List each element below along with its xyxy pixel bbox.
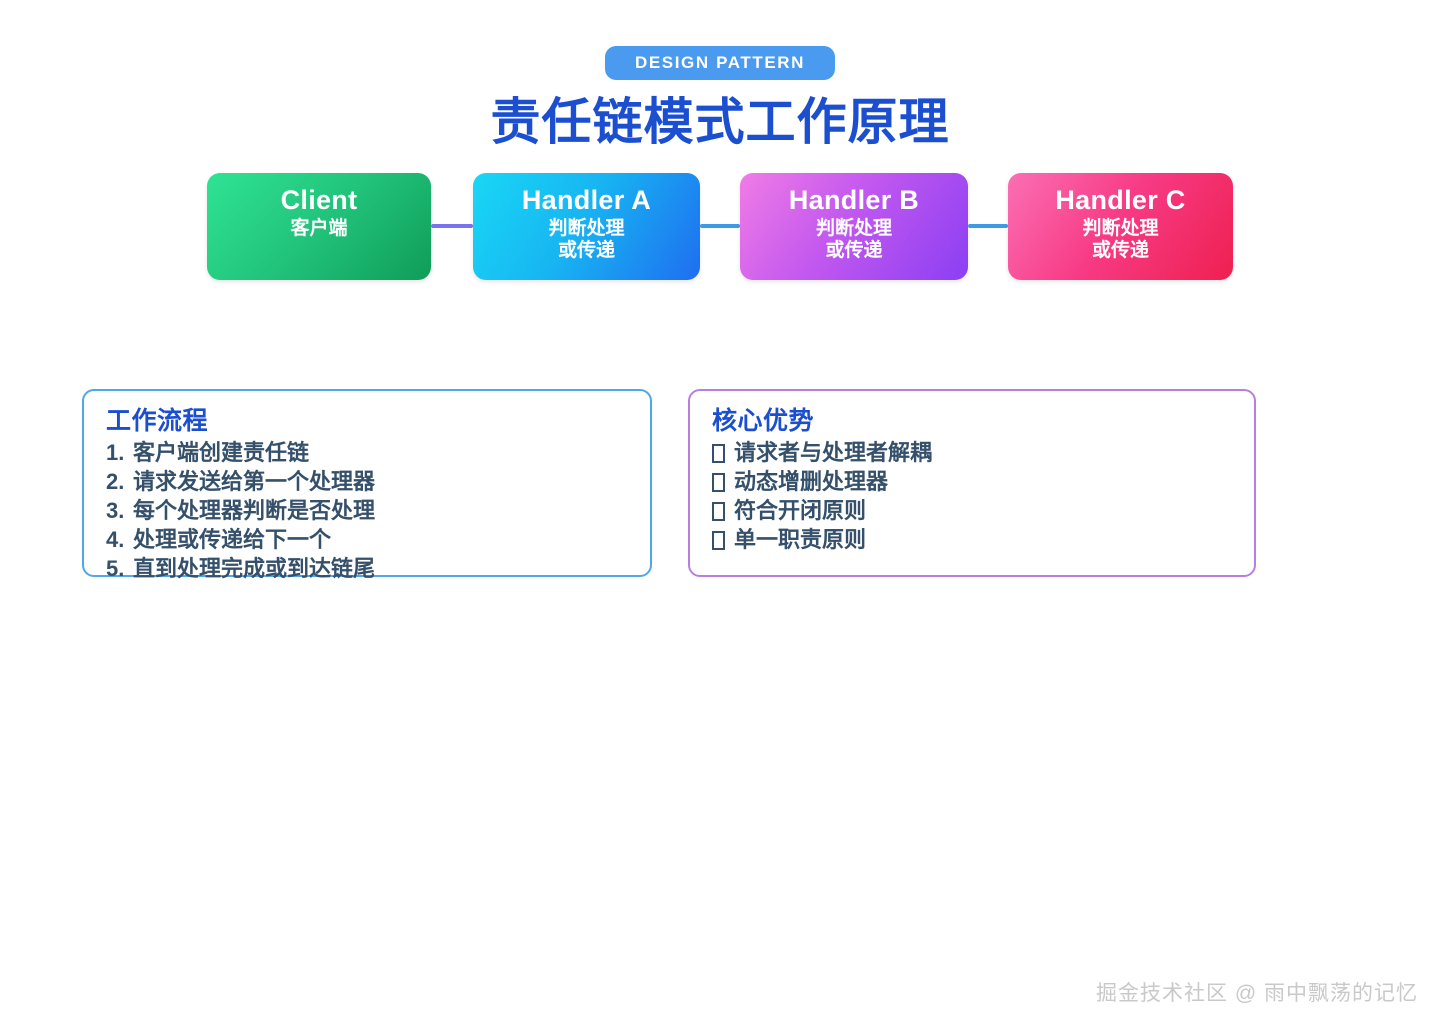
watermark: 掘金技术社区 @ 雨中飘荡的记忆 [1096,982,1418,1005]
list-item-label: 请求者与处理者解耦 [734,439,933,465]
list-item: 单一职责原则 [712,525,1234,554]
missing-glyph-box-icon [712,501,725,521]
list-item: 2. 请求发送给第一个处理器 [106,467,630,496]
flow-node-subtitle: 判断处理或传递 [815,218,892,262]
list-item: 3. 每个处理器判断是否处理 [106,496,630,525]
list-item: 动态增删处理器 [712,467,1234,496]
workflow-card: 工作流程 1. 客户端创建责任链 2. 请求发送给第一个处理器 3. 每个处理器判断是… [82,389,652,581]
flow-node-title: Handler A [521,185,652,215]
list-item-label: 客户端创建责任链 [133,439,310,465]
list-item: 5. 直到处理完成或到达链尾 [106,554,630,583]
list-item-label: 处理或传递给下一个 [133,526,332,552]
workflow-list: 1. 客户端创建责任链 2. 请求发送给第一个处理器 3. 每个处理器判断是否处理 4… [106,438,630,583]
list-item-label: 符合开闭原则 [734,497,867,523]
flow-node-title: Client [280,185,358,215]
flow-node-client[interactable]: Client 客户端 [207,173,431,280]
flow-node-subtitle: 判断处理或传递 [1082,218,1159,262]
flow-node-handler-a[interactable]: Handler A 判断处理或传递 [473,173,700,280]
list-item: 1. 客户端创建责任链 [106,438,630,467]
flow-node-handler-b[interactable]: Handler B 判断处理或传递 [740,173,968,280]
advantages-card: 核心优势 请求者与处理者解耦 动态增删处理器 符合开闭原则 单一职责原则 [688,389,1256,577]
design-pattern-badge: DESIGN PATTERN [604,46,836,80]
flow-node-title: Handler C [1055,185,1186,215]
advantages-card-heading: 核心优势 [712,407,815,435]
list-item-number: 4. [106,526,125,552]
list-item-number: 2. [106,468,125,494]
list-item-number: 3. [106,497,125,523]
flow-node-title: Handler B [788,185,920,215]
chain-flow-diagram: Client 客户端 Handler A 判断处理或传递 Handler B 判… [207,173,1233,280]
list-item: 4. 处理或传递给下一个 [106,525,630,554]
workflow-card-heading: 工作流程 [106,407,209,435]
missing-glyph-box-icon [712,530,725,550]
connector-handler-b-to-handler-c [968,224,1008,228]
list-item: 请求者与处理者解耦 [712,438,1234,467]
missing-glyph-box-icon [712,443,725,463]
flow-node-subtitle: 客户端 [290,218,348,240]
list-item-label: 动态增删处理器 [734,468,889,494]
page-title: 责任链模式工作原理 [490,94,950,150]
list-item-number: 1. [106,439,125,465]
list-item-label: 每个处理器判断是否处理 [133,497,376,523]
list-item-label: 请求发送给第一个处理器 [133,468,376,494]
list-item: 符合开闭原则 [712,496,1234,525]
flow-node-subtitle: 判断处理或传递 [548,218,625,262]
list-item-number: 5. [106,555,125,581]
connector-handler-a-to-handler-b [700,224,740,228]
advantages-list: 请求者与处理者解耦 动态增删处理器 符合开闭原则 单一职责原则 [712,438,1234,554]
list-item-label: 单一职责原则 [734,526,867,552]
connector-client-to-handler-a [431,224,473,228]
list-item-label: 直到处理完成或到达链尾 [133,555,376,581]
missing-glyph-box-icon [712,472,725,492]
page-header: DESIGN PATTERN 责任链模式工作原理 [0,0,1440,150]
flow-node-handler-c[interactable]: Handler C 判断处理或传递 [1008,173,1233,280]
